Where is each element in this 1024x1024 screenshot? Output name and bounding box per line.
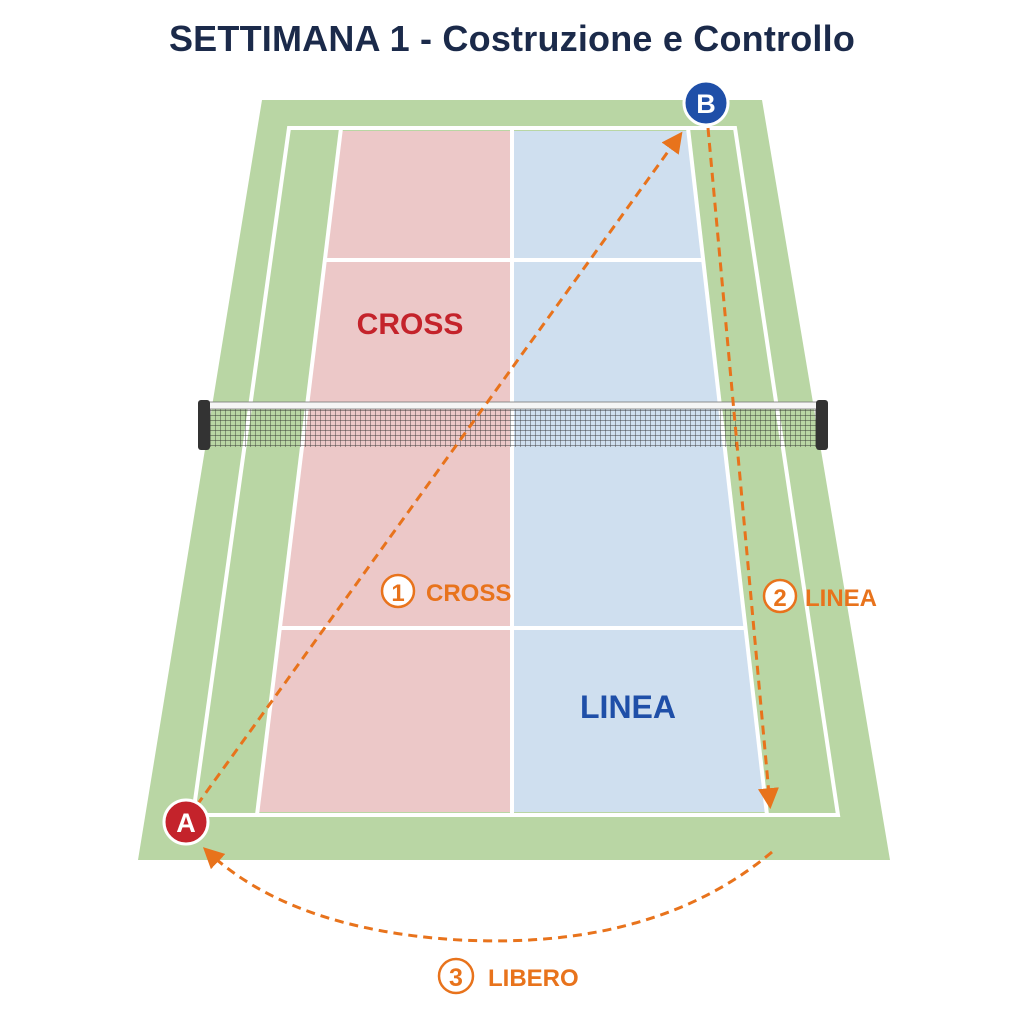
shot-2-arrow [706, 127, 779, 810]
shot-1-arrow [195, 131, 683, 806]
linea-zone [512, 131, 767, 812]
svg-text:B: B [696, 89, 716, 119]
svg-text:LIBERO: LIBERO [488, 965, 579, 992]
player-b-marker: B [682, 79, 730, 127]
shot-arrows [195, 127, 779, 943]
svg-text:3: 3 [449, 964, 463, 992]
svg-text:A: A [176, 808, 196, 838]
shot-3-arrow [202, 847, 773, 943]
tennis-net [198, 400, 828, 450]
shot-1-label: 1 CROSS [380, 573, 511, 609]
linea-zone-label: LINEA [580, 689, 676, 725]
cross-zone-label: CROSS [357, 308, 464, 341]
svg-text:LINEA: LINEA [805, 585, 877, 612]
shot-2-label: 2 LINEA [762, 578, 877, 614]
shot-3-label: 3 LIBERO [437, 957, 579, 995]
svg-text:2: 2 [773, 585, 786, 612]
page-title: SETTIMANA 1 - Costruzione e Controllo [168, 18, 856, 59]
svg-text:CROSS: CROSS [426, 580, 511, 607]
svg-text:1: 1 [391, 580, 404, 607]
player-a-marker: A [162, 798, 210, 846]
